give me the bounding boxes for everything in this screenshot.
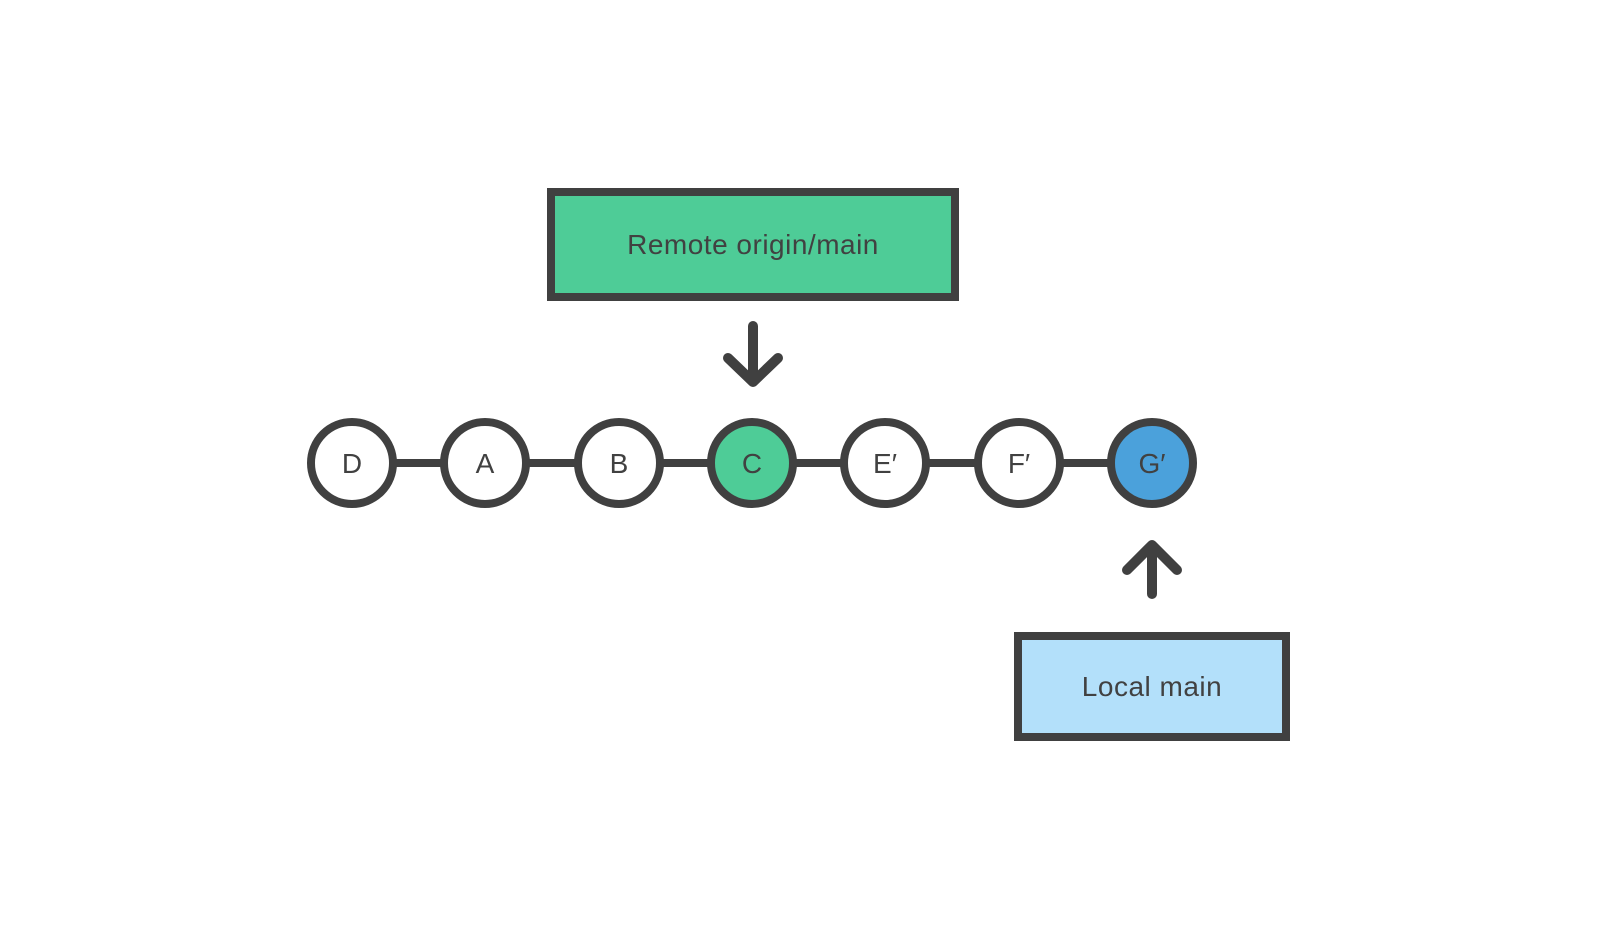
commit-circle-b — [574, 418, 664, 508]
commit-circle-e-prime — [840, 418, 930, 508]
commit-node-g-prime: G′ — [1107, 418, 1197, 508]
commit-node-c: C — [707, 418, 797, 508]
commit-circle-d — [307, 418, 397, 508]
arrow-up-icon — [1122, 540, 1182, 599]
commit-label-c: C — [742, 448, 762, 479]
remote-branch-label-rect — [547, 188, 959, 301]
local-branch-label-text: Local main — [1082, 671, 1222, 702]
commit-node-b: B — [574, 418, 664, 508]
arrow-up-head — [1122, 540, 1182, 575]
local-branch-label-rect — [1014, 632, 1290, 741]
commit-circle-c — [707, 418, 797, 508]
arrow-down-icon — [723, 321, 783, 387]
commit-label-g-prime: G′ — [1138, 448, 1165, 479]
commit-label-f-prime: F′ — [1008, 448, 1030, 479]
commit-label-b: B — [610, 448, 629, 479]
commit-node-f-prime: F′ — [974, 418, 1064, 508]
commit-label-d: D — [342, 448, 362, 479]
remote-branch-label-box: Remote origin/main — [547, 188, 959, 301]
local-branch-label-box: Local main — [1014, 632, 1290, 741]
commit-circle-a — [440, 418, 530, 508]
commit-node-a: A — [440, 418, 530, 508]
commit-node-e-prime: E′ — [840, 418, 930, 508]
commit-circle-g-prime — [1107, 418, 1197, 508]
commit-node-d: D — [307, 418, 397, 508]
remote-branch-label-text: Remote origin/main — [627, 229, 879, 260]
arrow-down-head — [723, 353, 783, 387]
commit-label-e-prime: E′ — [873, 448, 897, 479]
commit-label-a: A — [476, 448, 495, 479]
commit-circle-f-prime — [974, 418, 1064, 508]
